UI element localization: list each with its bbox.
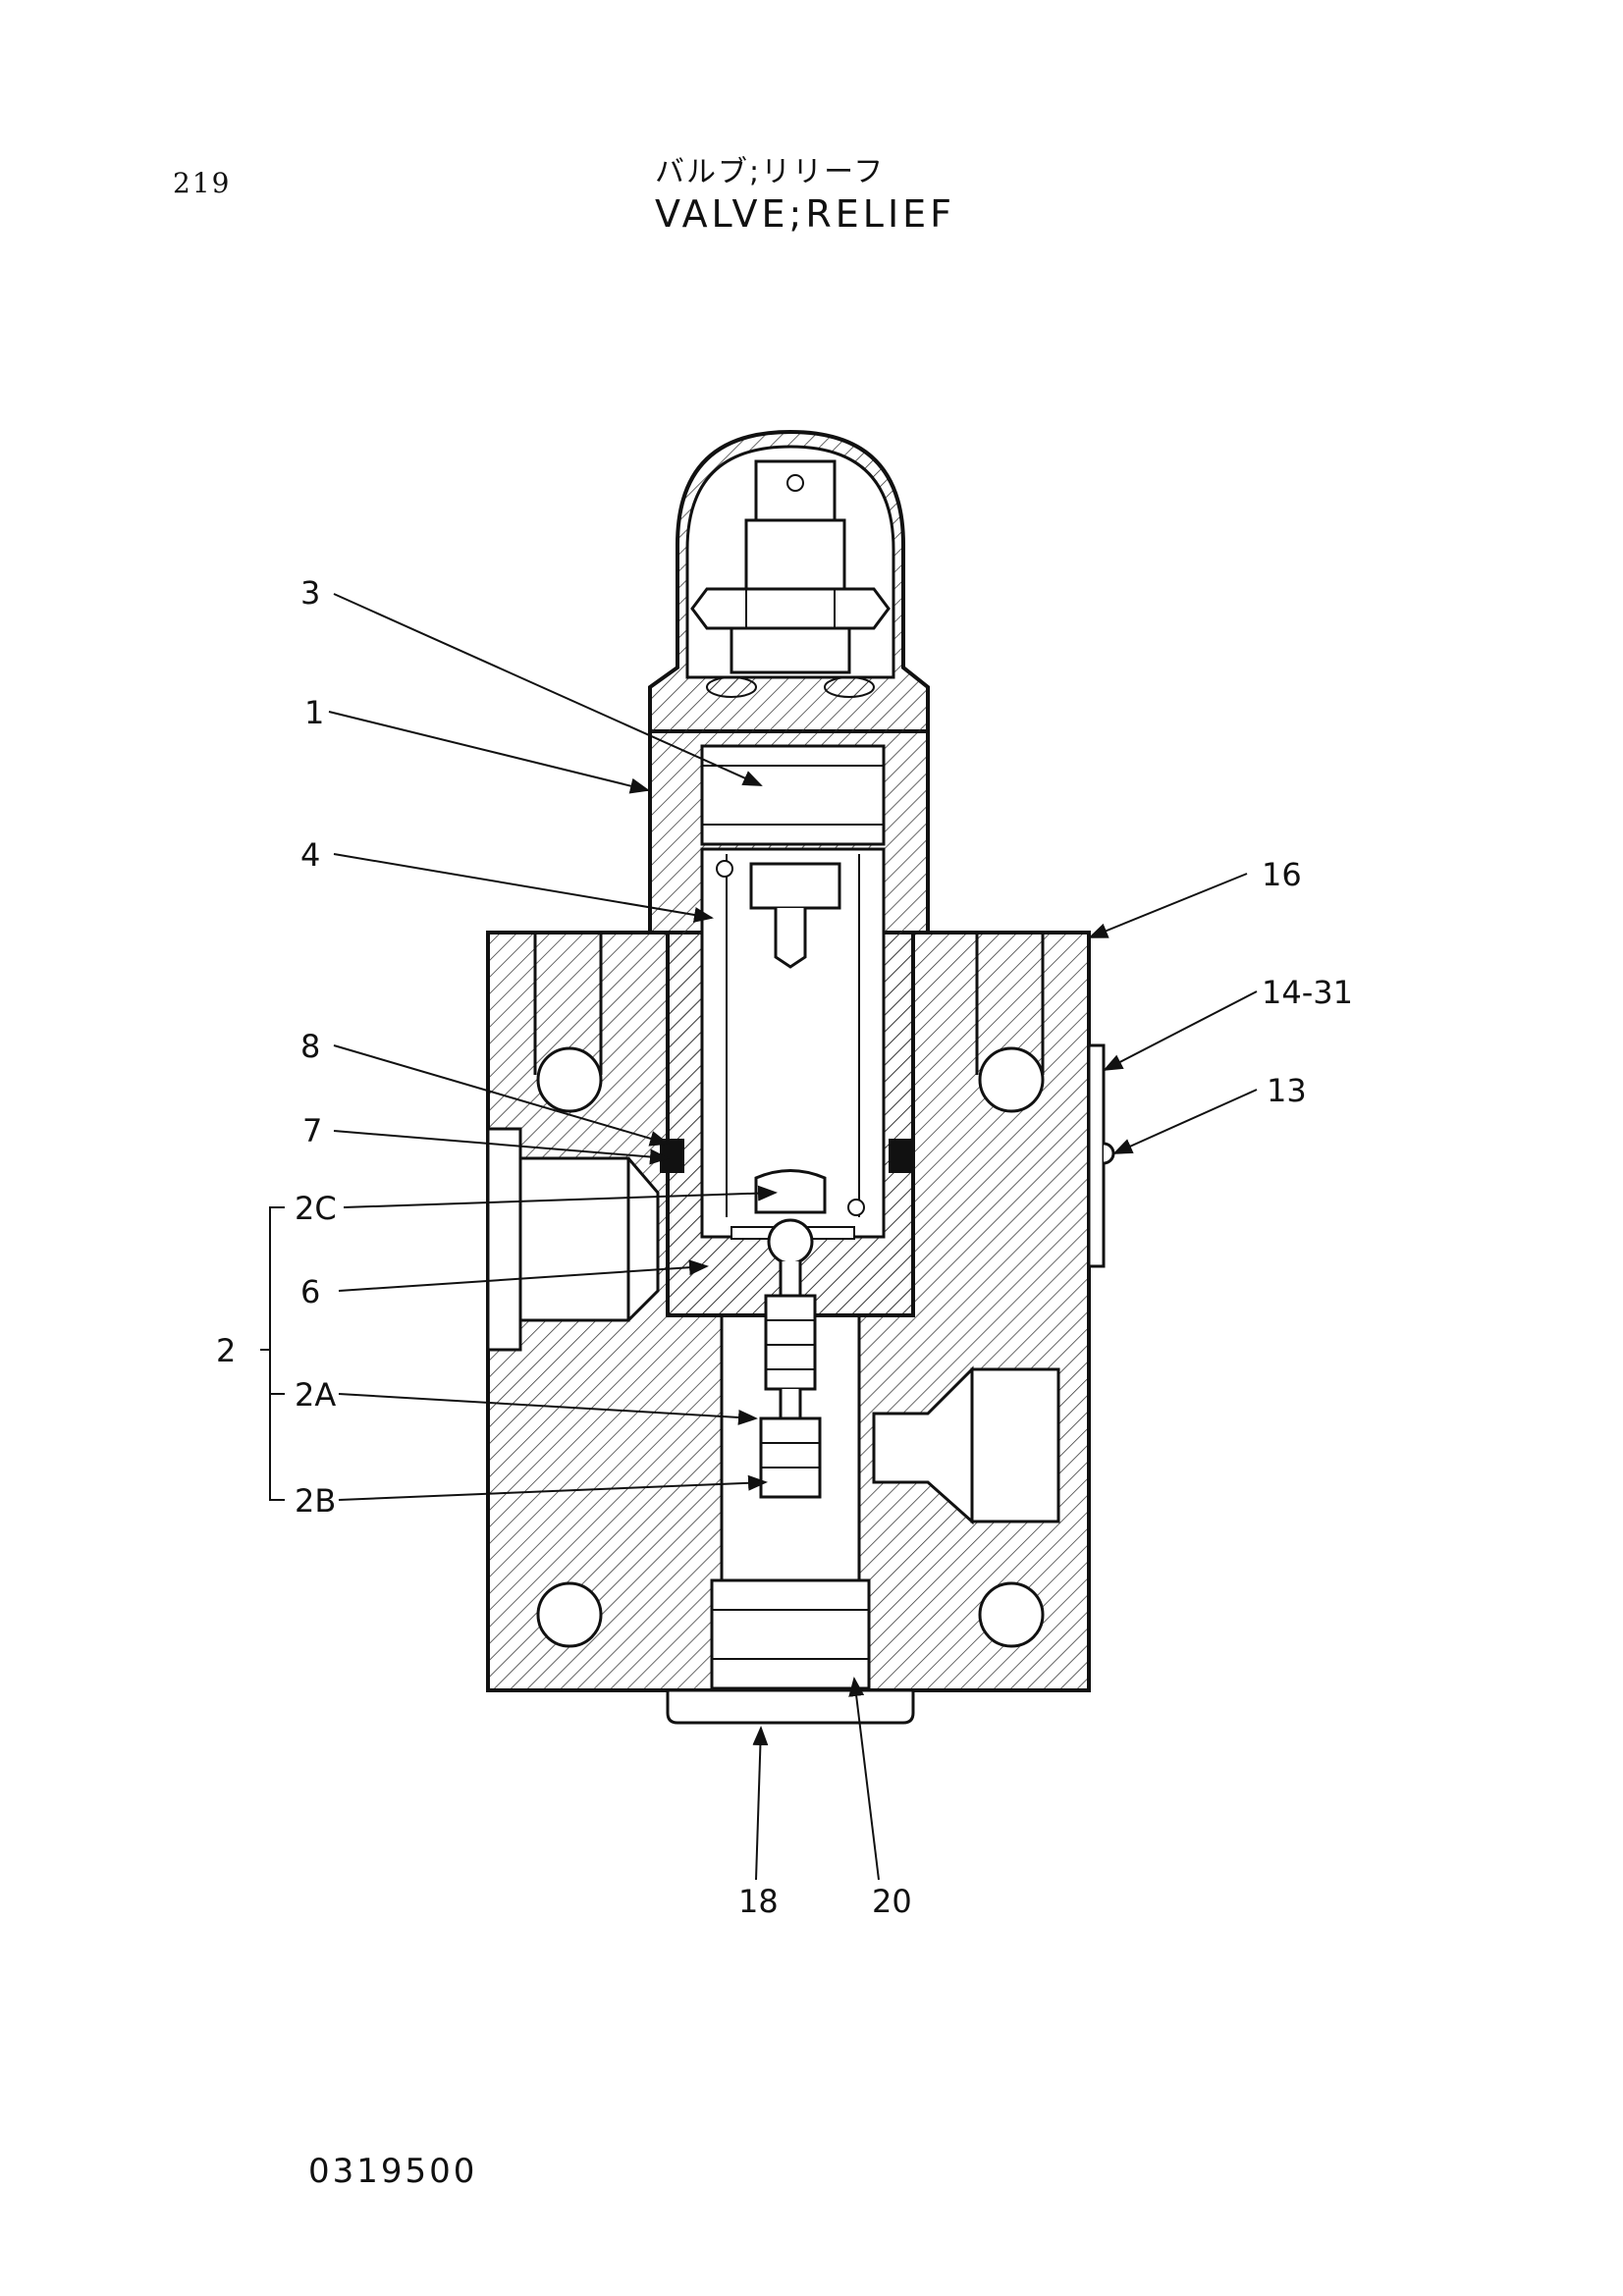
document-code: 0319500 [308,2152,478,2191]
callout-13: 13 [1267,1072,1307,1109]
leader-lines [260,593,1258,1881]
callout-20: 20 [872,1883,912,1920]
callout-2: 2 [216,1332,236,1369]
dome-cap [648,429,930,731]
callout-3: 3 [300,574,320,612]
callout-8: 8 [300,1028,320,1065]
callout-2B: 2B [295,1482,336,1520]
callout-6: 6 [300,1273,320,1310]
callout-14-31: 14-31 [1262,974,1353,1011]
title-english: VALVE;RELIEF [655,192,956,236]
callout-2C: 2C [295,1190,337,1227]
callout-18: 18 [738,1883,779,1920]
upper-housing [648,729,930,1499]
callout-4: 4 [300,836,320,874]
callout-2A: 2A [295,1376,336,1414]
callout-16: 16 [1262,856,1302,893]
callout-7: 7 [302,1112,322,1149]
title-japanese: バルブ;リリーフ [655,155,886,189]
page-number: 219 [173,167,232,199]
callout-labels: 3 1 4 16 14-31 8 13 7 2C 6 2 2A 2B 18 20 [216,574,1353,1920]
callout-1: 1 [304,694,324,731]
